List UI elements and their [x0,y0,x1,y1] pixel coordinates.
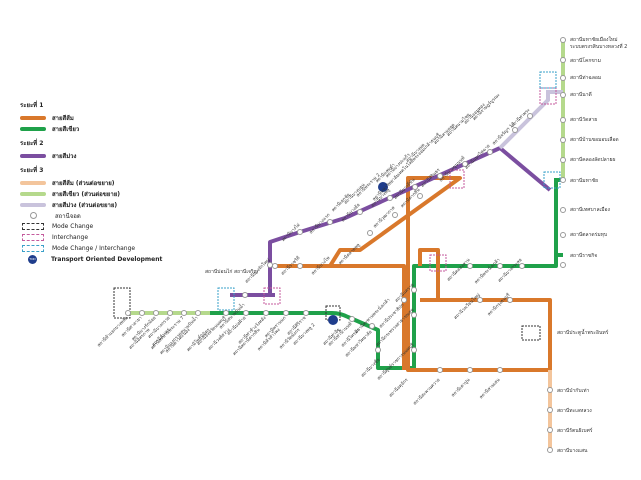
legend-row-interchange: Interchange [20,232,190,243]
legend-label-orange: สายสีส้ม [52,114,74,122]
label-green-n9: สถานีเทศบาลเมือง [570,206,611,213]
label-green-n2: สถานีโคกขาม [570,57,601,64]
label-green-n3: สถานีท่าฉลอม [570,74,601,81]
label-green-n1: สถานีมหาชัยเมืองใหม่ [570,36,618,43]
legend-label-mode-change: Mode Change [52,223,94,230]
legend-row-orange: สายสีส้ม [20,112,190,123]
station-label: สถานีตลาดพลู [337,242,361,266]
label-orange-s3: สถานีรัตนธิเบศร์ [557,427,593,434]
legend-label-orange-ext: สายสีส้ม (ส่วนต่อขยาย) [52,179,115,187]
label-orange-s2: สถานีทะเลหลวง [557,407,592,414]
legend-swatch-purple [20,153,46,158]
legend-row-green: สายสีเขียว [20,123,190,134]
station-dots [125,37,566,453]
label-green-n7: สถานีคลองลัดปลายผ [570,156,615,163]
green-line [210,253,563,370]
label-green-n1b: ระบบตรงรสินบางหลวงที่ 2 [570,43,627,50]
legend-row-mode-change: Mode Change [20,221,190,232]
station-label: สถานีสามเสน [478,377,501,400]
mode-change-box-1 [113,287,131,319]
legend-phase3-title: ระยะที่ 3 [20,167,44,174]
station-label: สถานีจตุจักร [388,377,410,399]
orange-line-branch [330,264,406,370]
label-east-station: สถานีประตูน้ำพระอินทร์ [557,327,609,336]
legend-tod-icon: TOD [28,255,37,264]
legend-mode-interchange-icon [22,245,44,252]
label-green-n6: สถานีบ้านขอมอบเลือด [570,136,619,143]
legend-label-tod: Transport Oriented Development [51,256,163,263]
legend-label-station: สถานีจอด [55,212,81,220]
label-orange-s1: สถานีป่ากับเท่า [557,387,589,394]
station-label: สถานีสนามบินน้ำ [217,301,246,330]
station-label: สถานีสถานีตากสิน [232,327,262,357]
legend-row-station: สถานีจอด [20,210,190,221]
interchange-box-2 [429,254,447,272]
station-label: สถานีราษฎร์บูรณะ [471,91,502,122]
legend-row-green-ext: สายสีเขียว (ส่วนต่อขยาย) [20,188,190,199]
label-green-n4: สถานีนาดี [570,91,592,98]
legend-swatch-purple-ext [20,202,46,207]
legend-swatch-orange-ext [20,180,46,185]
label-purple-left: สถานีบ่อนไก่ สถานีเจริญ [205,268,258,275]
legend-swatch-green [20,126,46,131]
legend-phase2-title: ระยะที่ 2 [20,140,44,147]
legend-interchange-icon [22,234,44,241]
station-label: สถานีกรุงธนบุรี [486,292,512,318]
orange-line-north [418,248,440,300]
legend-row-tod: TOD Transport Oriented Development [20,254,190,265]
station-label: สถานีวงเวียนใหญ่ [453,292,482,321]
interchange-box-1 [449,169,465,189]
legend-label-interchange: Interchange [52,234,89,241]
legend-row-orange-ext: สายสีส้ม (ส่วนต่อขยาย) [20,177,190,188]
legend: ระยะที่ 1 สายสีส้ม สายสีเขียว ระยะที่ 2 … [20,96,190,265]
station-label: สถานีเตาปูน [450,377,471,398]
tod-marker-1 [328,315,338,325]
legend-row-purple: สายสีม่วง [20,150,190,161]
tod-marker-2 [378,182,388,192]
legend-row-mode-interchange: Mode Change / Interchange [20,243,190,254]
mode-interchange-box-2 [217,287,235,311]
label-green-n10: สถานีตลาดร่มหุบ [570,231,607,238]
station-label: สถานีแยกไฟฉาย [464,143,492,171]
label-orange-s4: สถานีบางแสน [557,447,588,454]
legend-label-green-ext: สายสีเขียว (ส่วนต่อขยาย) [52,190,120,198]
label-green-n11: สถานีราชกิจ [570,252,597,259]
legend-station-dot-icon [30,212,37,219]
station-label: สถานีสะพานควาย [412,377,442,407]
legend-label-purple: สายสีม่วง [52,152,77,160]
legend-label-green: สายสีเขียว [52,125,80,133]
legend-swatch-green-ext [20,191,46,196]
purple-ext-line [498,90,563,150]
legend-swatch-orange [20,115,46,120]
legend-label-purple-ext: สายสีม่วง (ส่วนต่อขยาย) [52,201,118,209]
station-label: สถานีคลองสาน [446,257,472,283]
green-north-labels: สถานีมหาชัยเมืองใหม่ ระบบตรงรสินบางหลวงท… [205,36,627,454]
mode-change-box-2 [521,325,541,341]
interchange-box-4 [263,287,281,305]
legend-row-purple-ext: สายสีม่วง (ส่วนต่อขยาย) [20,199,190,210]
legend-phase1-title: ระยะที่ 1 [20,102,44,109]
legend-mode-change-icon [22,223,44,230]
label-green-n8: สถานีมหาชัย [570,177,598,184]
legend-label-mode-interchange: Mode Change / Interchange [52,245,136,252]
mode-interchange-box-1 [539,71,557,89]
label-green-n5: สถานีวัดสาย [570,116,597,123]
